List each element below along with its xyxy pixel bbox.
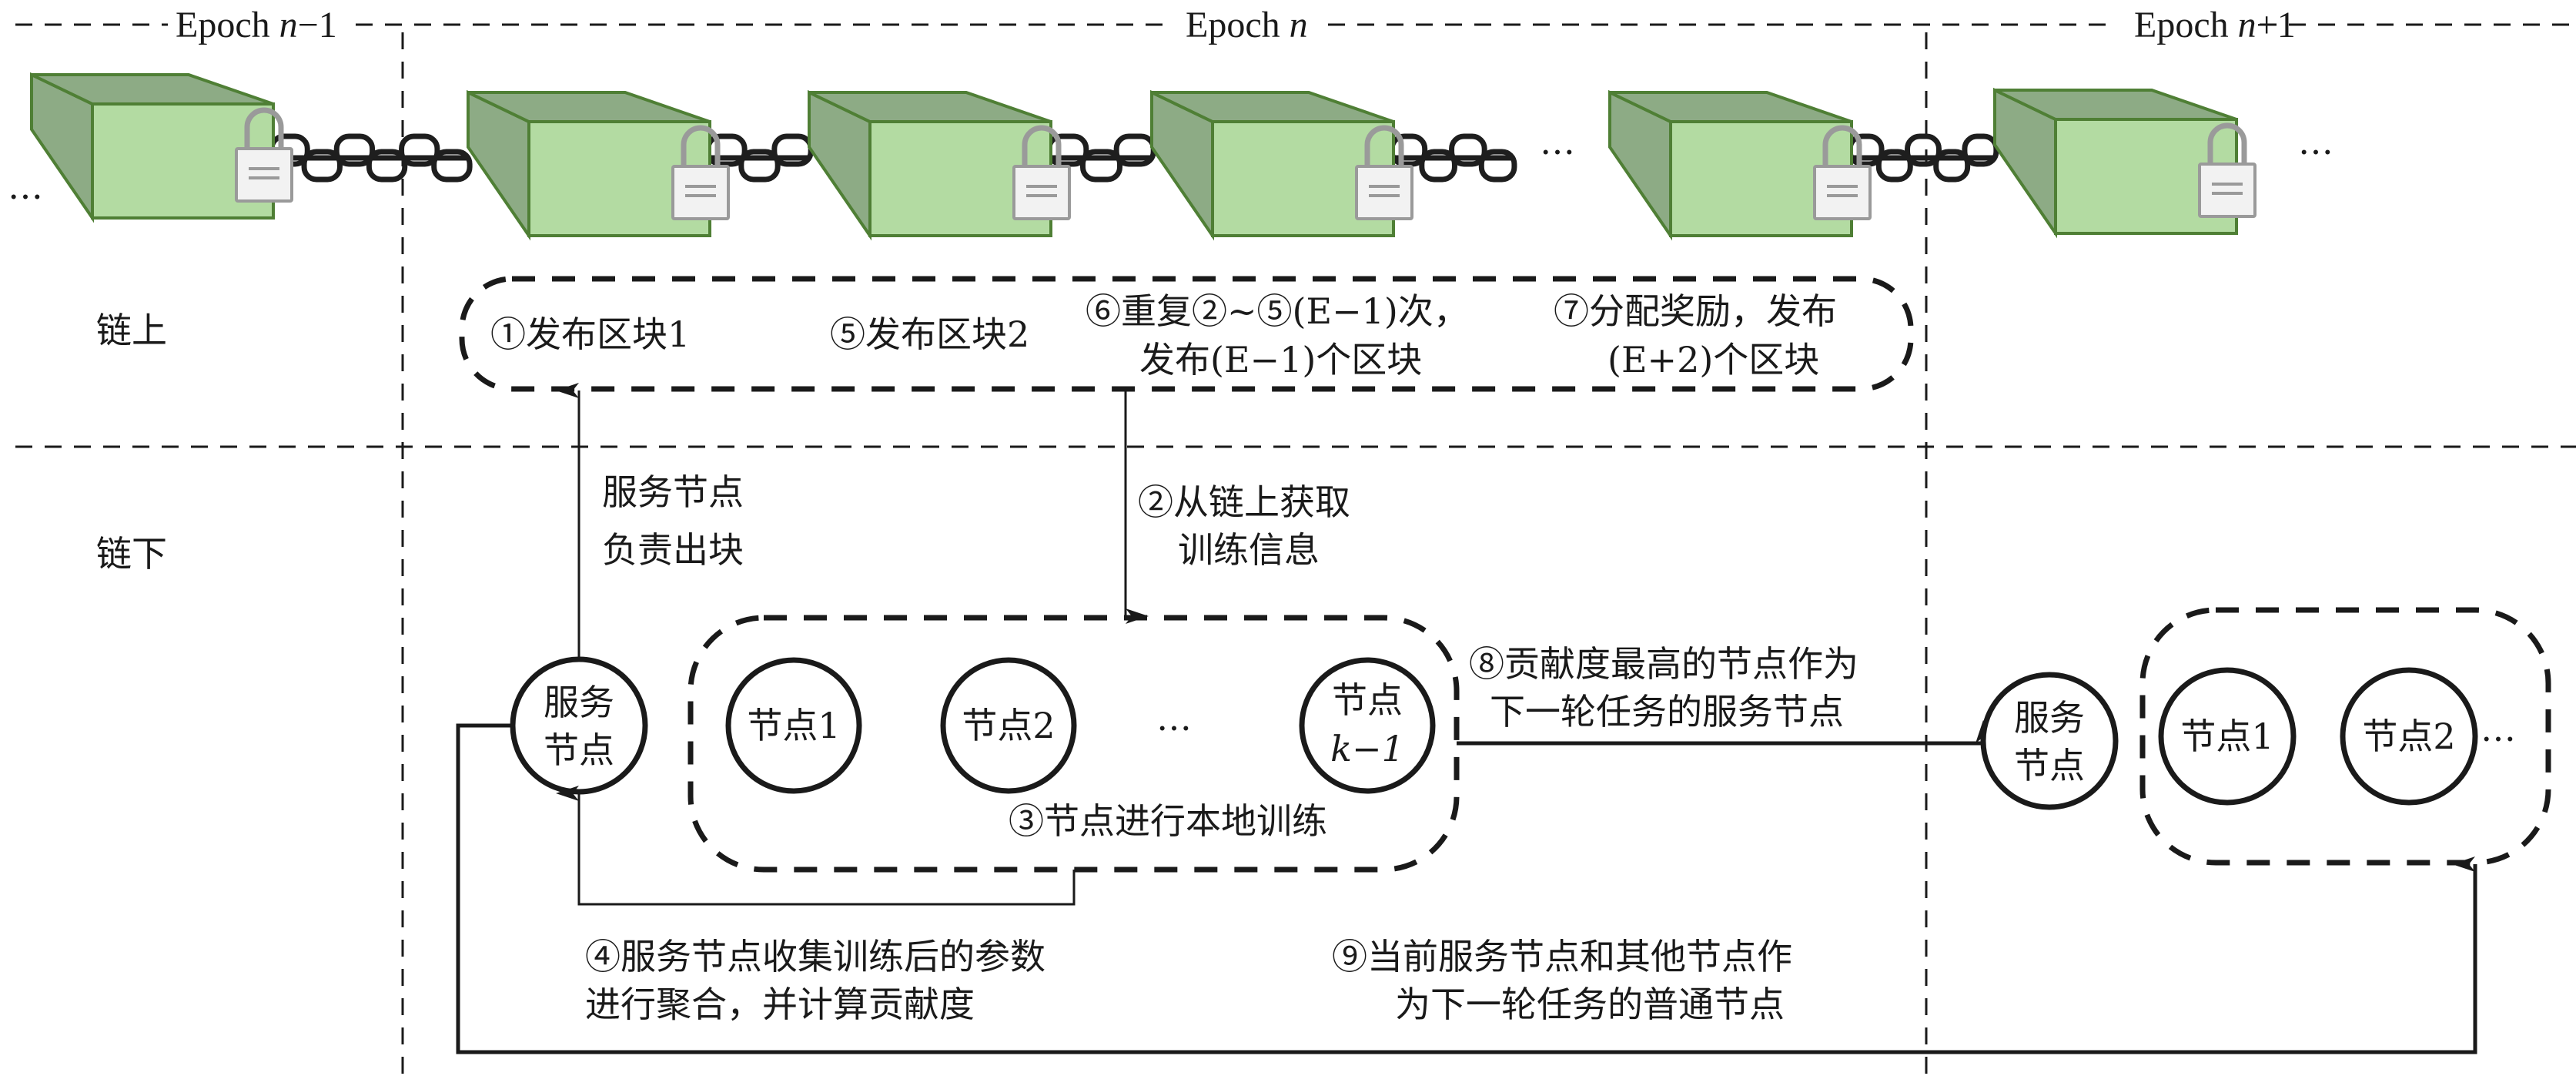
service-node-circle — [510, 656, 648, 795]
step8-next-service-line1: ⑧贡献度最高的节点作为 — [1469, 643, 1858, 685]
arrow-nodes-to-service — [556, 786, 1076, 906]
padlock-icon — [2198, 163, 2257, 218]
padlock-icon — [1012, 165, 1071, 220]
worker-node-2-label: 节点2 — [962, 705, 1055, 746]
step4-aggregate-line2: 进行聚合，并计算贡献度 — [585, 984, 975, 1025]
worker-node-k-minus-1-label-line1: 节点 — [1332, 679, 1403, 721]
padlock-shackle-icon — [244, 107, 284, 150]
worker-nodes-group-current: 节点1 节点2 … 节点 k−1 ③节点进行本地训练 — [687, 615, 1460, 873]
epoch-label-prev: Epoch n−1 — [176, 5, 337, 45]
on-chain-steps-box: ①发布区块1 ⑤发布区块2 ⑥重复②~⑤(E−1)次， 发布(E−1)个区块 ⑦… — [459, 276, 1914, 392]
worker-node-k-minus-1 — [1299, 657, 1436, 794]
worker-nodes-next-dashed-box — [2139, 607, 2551, 866]
worker-nodes-group-next: 节点1 节点2 … — [2139, 607, 2551, 866]
step4-aggregate-line1: ④服务节点收集训练后的参数 — [585, 936, 1045, 977]
chain-3-link — [1449, 133, 1487, 167]
step9-next-ordinary-line1: ⑨当前服务节点和其他节点作 — [1332, 936, 1792, 977]
arrow-to-next-ordinary-nodes — [456, 723, 2477, 1054]
epoch-header: Epoch n−1 Epoch n Epoch n+1 — [15, 5, 2576, 45]
service-node-next-circle — [1980, 672, 2119, 810]
step5-publish-block2: ⑤发布区块2 — [830, 313, 1029, 355]
worker-node-next-2 — [2340, 667, 2478, 806]
padlock-icon — [235, 147, 293, 203]
worker-node-1 — [725, 657, 862, 794]
worker-node-k-minus-1-label-line2: k−1 — [1330, 728, 1404, 769]
epoch-label-current: Epoch n — [1186, 5, 1308, 45]
service-node-next-label-line1: 服务 — [2014, 697, 2085, 739]
service-node-current: 服务 节点 — [510, 656, 648, 795]
padlock-shackle-icon — [2207, 122, 2247, 166]
chain-0-link — [431, 149, 473, 183]
worker-node-next-1 — [2158, 667, 2297, 806]
padlock-icon — [1813, 165, 1872, 220]
layer-label-off-chain: 链下 — [96, 533, 167, 575]
padlock-icon — [1355, 165, 1413, 220]
step9-next-ordinary-line2: 为下一轮任务的普通节点 — [1395, 984, 1785, 1025]
service-node-next-label-line2: 节点 — [2014, 745, 2085, 786]
chain-ellipsis-mid: … — [1540, 121, 1575, 163]
layer-label-on-chain: 链上 — [96, 310, 167, 351]
padlock-shackle-icon — [1364, 125, 1404, 168]
chain-0-link — [333, 133, 376, 167]
step3-local-training: ③节点进行本地训练 — [1009, 800, 1327, 842]
chain-0-link — [399, 133, 440, 167]
step6-repeat-line2: 发布(E−1)个区块 — [1139, 339, 1422, 380]
worker-node-1-label: 节点1 — [747, 705, 840, 746]
step2-fetch-line1: ②从链上获取 — [1138, 481, 1350, 523]
padlock-icon — [671, 165, 730, 220]
padlock-shackle-icon — [1022, 125, 1062, 168]
service-node-label-line2: 节点 — [544, 729, 614, 771]
service-node-label-line1: 服务 — [544, 682, 614, 723]
blockchain — [30, 72, 2257, 241]
step7-reward-line1: ⑦分配奖励，发布 — [1554, 290, 1837, 332]
service-produces-label-line1: 服务节点 — [602, 471, 744, 513]
step6-repeat-line1: ⑥重复②~⑤(E−1)次， — [1086, 290, 1469, 332]
worker-node-next-1-label: 节点1 — [2180, 716, 2273, 757]
worker-nodes-next-ellipsis: … — [2481, 708, 2516, 749]
padlock-shackle-icon — [1822, 125, 1862, 168]
chain-0-link — [366, 149, 408, 183]
chain-3-link — [1419, 149, 1457, 183]
chain-ellipsis-right: … — [2298, 121, 2333, 163]
chain-ellipsis-left: … — [8, 166, 43, 207]
chain-1-link — [738, 149, 781, 183]
chain-0-link — [301, 149, 343, 183]
chain-4-link — [1875, 149, 1913, 183]
step8-next-service-line2: 下一轮任务的服务节点 — [1490, 691, 1844, 732]
padlock-shackle-icon — [681, 125, 721, 168]
worker-nodes-ellipsis: … — [1156, 697, 1192, 739]
worker-node-2 — [940, 657, 1077, 794]
service-produces-label-line2: 负责出块 — [602, 529, 744, 571]
worker-node-next-2-label: 节点2 — [2362, 716, 2455, 757]
chain-3-link — [1478, 149, 1517, 183]
chain-4-link — [1962, 133, 1999, 167]
step7-reward-line2: (E+2)个区块 — [1607, 339, 1819, 380]
worker-nodes-dashed-box — [687, 615, 1460, 873]
chain-2-link — [1079, 149, 1123, 183]
step2-fetch-line2: 训练信息 — [1178, 529, 1320, 571]
service-node-next: 服务 节点 — [1980, 672, 2119, 810]
chain-4-link — [1905, 133, 1942, 167]
chain-4-link — [1933, 149, 1971, 183]
step1-publish-block1: ①发布区块1 — [490, 313, 690, 355]
epoch-label-next: Epoch n+1 — [2134, 5, 2296, 45]
